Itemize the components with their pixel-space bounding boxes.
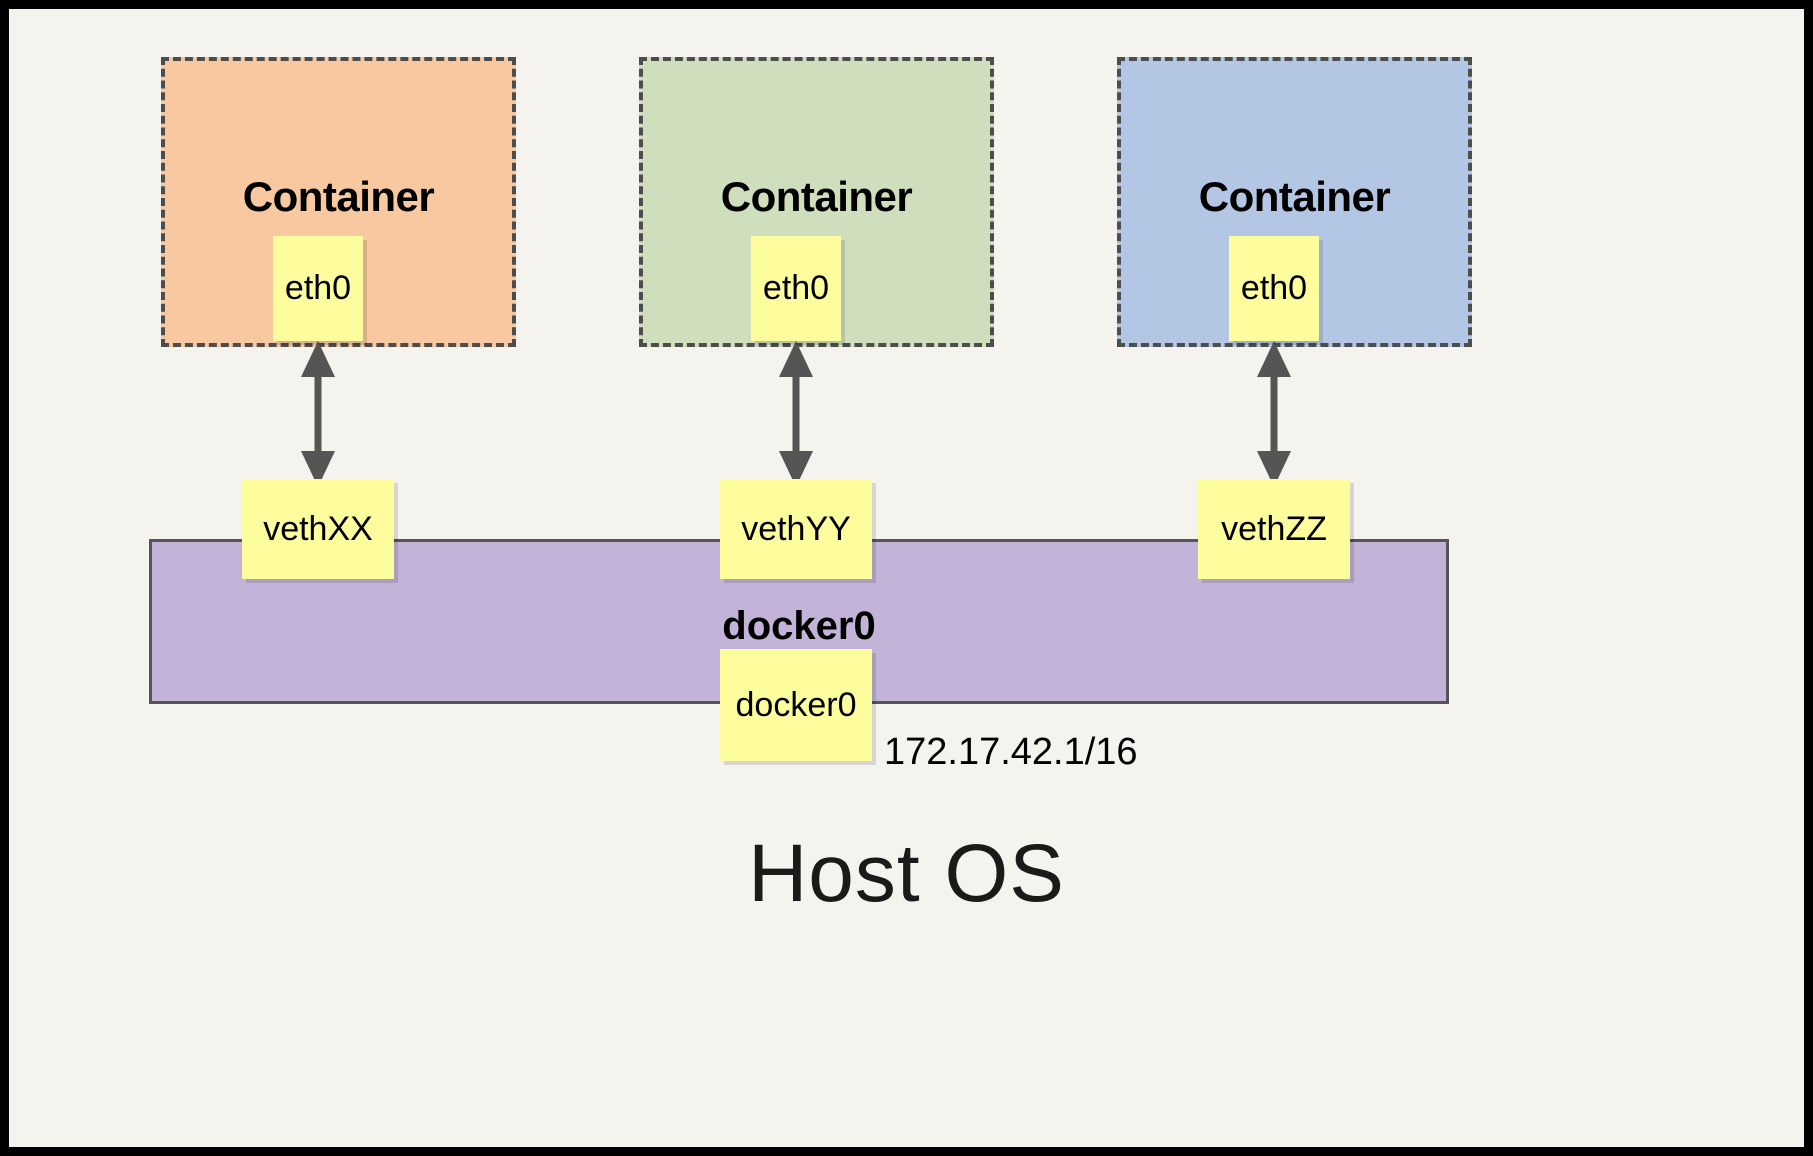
eth0-box-container-1[interactable]: eth0	[273, 236, 363, 341]
arrow-eth0-vethxx-icon	[301, 341, 335, 487]
docker0-bridge-label: docker0	[722, 604, 876, 648]
veth-box-xx[interactable]: vethXX	[242, 479, 394, 579]
arrow-eth0-vethzz-icon	[1257, 341, 1291, 487]
arrow-eth0-vethyy-icon	[779, 341, 813, 487]
container-title-3: Container	[1198, 173, 1391, 220]
veth-box-zz[interactable]: vethZZ	[1198, 479, 1350, 579]
container-title-1: Container	[242, 173, 435, 220]
docker0-ip-address-label: 172.17.42.1/16	[884, 731, 1138, 773]
container-title-2: Container	[720, 173, 913, 220]
veth-box-yy[interactable]: vethYY	[720, 479, 872, 579]
docker0-interface-box[interactable]: docker0	[720, 649, 872, 761]
eth0-box-container-2[interactable]: eth0	[751, 236, 841, 341]
eth0-box-container-3[interactable]: eth0	[1229, 236, 1319, 341]
host-os-label: Host OS	[748, 828, 1065, 919]
